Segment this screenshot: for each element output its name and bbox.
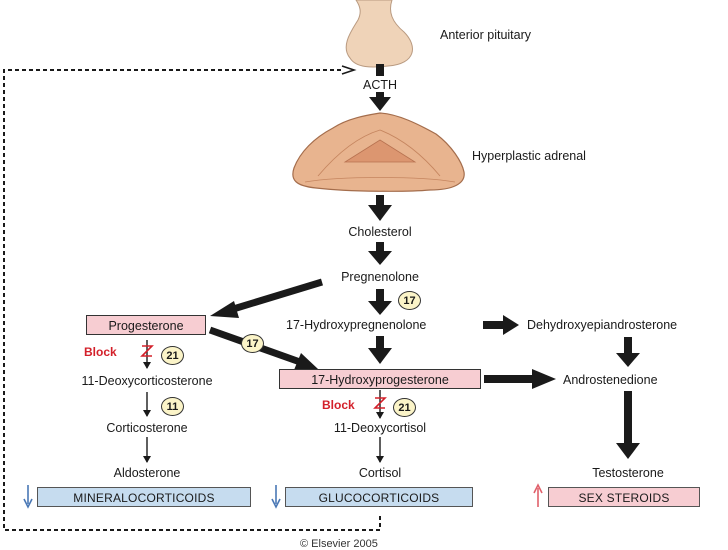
deoxycortisol-label: 11-Deoxycortisol [333, 421, 427, 435]
copyright-text: © Elsevier 2005 [300, 538, 378, 550]
arrow-pregnenolone-progesterone [210, 278, 324, 318]
mineralocorticoids-box: MINERALOCORTICOIDS [37, 487, 251, 507]
arrow-cholesterol-pregnenolone [368, 242, 392, 265]
enzyme-11-badge: 11 [161, 397, 184, 416]
deoxycorticosterone-label: 11-Deoxycorticosterone [81, 374, 213, 388]
feedback-dashed-line [3, 69, 381, 531]
enzyme-21-badge: 21 [393, 398, 416, 417]
arrow-pituitary-acth [376, 64, 384, 76]
acth-label: ACTH [362, 78, 398, 92]
cortisol-label: Cortisol [358, 466, 402, 480]
down-arrow-icon [23, 485, 33, 509]
up-arrow-icon [533, 483, 543, 507]
testosterone-label: Testosterone [592, 466, 664, 480]
block-label-right: Block [322, 398, 355, 412]
hyperplastic-adrenal-shape [292, 112, 465, 192]
arrow-hydroxyprogesterone-androstenedione [484, 369, 556, 389]
anterior-pituitary-shape [345, 0, 413, 68]
arrow-adrenal-cholesterol [368, 195, 392, 221]
enzyme-17-badge: 17 [241, 334, 264, 353]
enzyme-17-badge: 17 [398, 291, 421, 310]
arrow-hydroxypregnenolone-dhea [483, 315, 519, 335]
glucocorticoids-box: GLUCOCORTICOIDS [285, 487, 473, 507]
block-mark-21-left [140, 345, 154, 357]
sex-steroids-box: SEX STEROIDS [548, 487, 700, 507]
arrow-acth-adrenal [369, 92, 391, 111]
androstenedione-label: Androstenedione [563, 373, 658, 387]
hydroxypregnenolone-label: 17-Hydroxypregnenolone [286, 318, 427, 332]
block-label-left: Block [84, 345, 117, 359]
down-arrow-icon [271, 485, 281, 509]
progesterone-box: Progesterone [86, 315, 206, 335]
hyperplastic-adrenal-label: Hyperplastic adrenal [472, 149, 586, 163]
arrow-progesterone-hydroxyprogesterone [208, 326, 318, 370]
arrow-hydroxypregnenolone-hydroxyprogesterone [368, 336, 392, 364]
arrow-androstenedione-testosterone [616, 391, 640, 459]
anterior-pituitary-label: Anterior pituitary [440, 28, 532, 42]
feedback-arrowhead [341, 65, 357, 75]
dehydroxyepiandrosterone-label: Dehydroxyepiandrosterone [527, 318, 678, 332]
corticosterone-label: Corticosterone [106, 421, 188, 435]
arrow-pregnenolone-hydroxypregnenolone [368, 289, 392, 315]
cholesterol-label: Cholesterol [348, 225, 412, 239]
enzyme-21-badge: 21 [161, 346, 184, 365]
block-mark-21-right [373, 397, 387, 409]
arrow-dhea-androstenedione [616, 337, 640, 367]
hydroxyprogesterone-box: 17-Hydroxyprogesterone [279, 369, 481, 389]
pregnenolone-label: Pregnenolone [341, 270, 419, 284]
aldosterone-label: Aldosterone [113, 466, 181, 480]
